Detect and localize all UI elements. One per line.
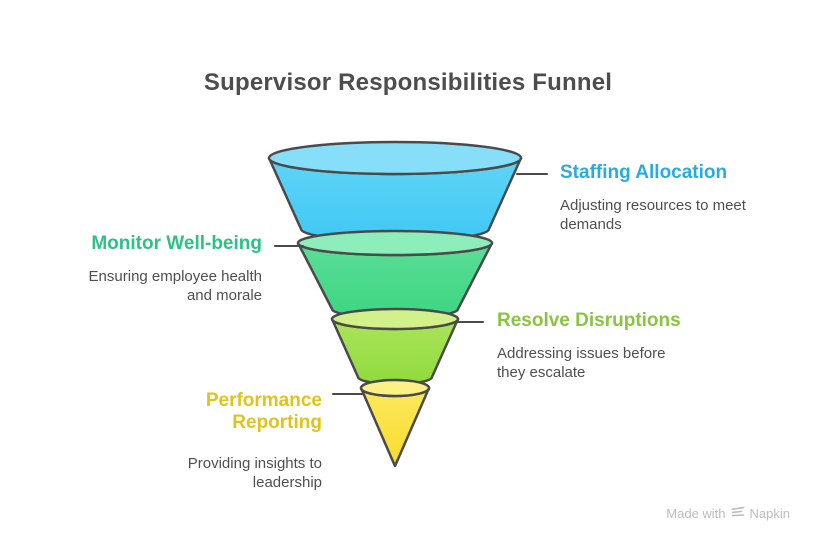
stage-label-resolve-disruptions: Resolve Disruptions Addressing issues be… [497, 310, 697, 383]
watermark: Made with Napkin [666, 506, 790, 521]
watermark-brand: Napkin [749, 506, 790, 521]
stage-description: Ensuring employee health and morale [88, 268, 262, 305]
stage-title: Performance Reporting [205, 390, 322, 434]
stage-description: Providing insights to leadership [187, 454, 322, 491]
napkin-logo-icon [731, 506, 745, 521]
stage-label-staffing-allocation: Staffing Allocation Adjusting resources … [560, 162, 770, 235]
funnel-stages-group [267, 140, 523, 468]
funnel-stage-3-rim [330, 307, 460, 331]
page-title: Supervisor Responsibilities Funnel [203, 69, 613, 97]
stage-label-monitor-well-being: Monitor Well-being Ensuring employee hea… [62, 233, 262, 306]
watermark-prefix: Made with [666, 506, 726, 521]
funnel-stage-4-body [359, 386, 431, 468]
stage-title: Resolve Disruptions [497, 310, 681, 331]
funnel-stage-1-rim [267, 140, 523, 176]
funnel-stage-2-rim [296, 229, 494, 257]
stage-title: Staffing Allocation [560, 162, 728, 183]
funnel-stage-4-rim [359, 378, 431, 398]
stage-label-performance-reporting: Performance Reporting Providing insights… [172, 390, 322, 492]
stage-title: Monitor Well-being [91, 233, 262, 254]
stage-description: Adjusting resources to meet demands [560, 197, 746, 234]
connector-lines-group [274, 173, 548, 395]
stage-description: Addressing issues before they escalate [497, 345, 666, 382]
